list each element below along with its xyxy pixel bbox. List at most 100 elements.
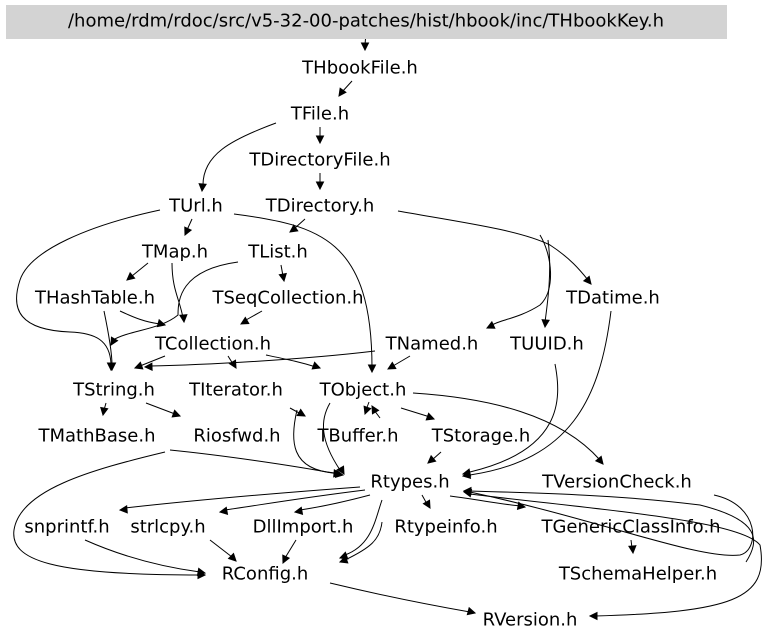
node-tdatime[interactable]: TDatime.h <box>565 288 660 309</box>
node-label-rversion: RVersion.h <box>483 610 578 631</box>
node-label-tfile: TFile.h <box>290 104 349 125</box>
arrowhead-thbookfile-to-tfile <box>338 87 347 97</box>
arrowhead-tfile-to-turl <box>198 183 207 193</box>
arrowhead-thbookkey-to-thbookfile <box>360 42 370 52</box>
edge-tfile-to-turl <box>202 122 277 186</box>
arrowhead-tmathbase-to-rtypes <box>334 469 345 478</box>
edge-tobject-to-rtypes <box>322 402 341 471</box>
graph-nodes: /home/rdm/rdoc/src/v5-32-00-patches/hist… <box>6 5 727 631</box>
node-rversion[interactable]: RVersion.h <box>483 610 578 631</box>
arrowhead-tcollection-to-tobject <box>311 361 322 370</box>
node-tdirectory[interactable]: TDirectory.h <box>265 196 375 217</box>
node-label-strlcpy: strlcpy.h <box>130 517 205 538</box>
arrowhead-rtypes-to-strlcpy <box>218 506 229 515</box>
node-tdirectoryfile[interactable]: TDirectoryFile.h <box>248 150 390 171</box>
arrowhead-strlcpy-to-rconfig <box>227 552 237 562</box>
edge-tmap-to-thashtable <box>131 262 149 277</box>
node-label-tschemahelper: TSchemaHelper.h <box>558 564 717 585</box>
arrowhead-rtypes-to-dllimport <box>293 506 304 515</box>
node-label-tuuid: TUUID.h <box>509 334 584 355</box>
node-rtypeinfo[interactable]: Rtypeinfo.h <box>394 517 497 538</box>
node-label-tstring: TString.h <box>72 380 155 401</box>
edge-tcollection-to-tstring <box>139 355 166 367</box>
arrowhead-thashtable-to-tcollection <box>156 318 167 328</box>
node-tstring[interactable]: TString.h <box>72 380 155 401</box>
node-label-tmap: TMap.h <box>141 242 208 263</box>
node-tnamed[interactable]: TNamed.h <box>385 334 479 355</box>
node-label-thashtable: THashTable.h <box>34 288 155 309</box>
node-strlcpy[interactable]: strlcpy.h <box>130 517 205 538</box>
node-tstorage[interactable]: TStorage.h <box>431 426 531 447</box>
node-tbuffer[interactable]: TBuffer.h <box>316 426 398 447</box>
node-snprintf[interactable]: snprintf.h <box>24 517 109 538</box>
node-label-turl: TUrl.h <box>168 196 223 217</box>
edge-rtypes-to-snprintf <box>124 486 361 509</box>
graph-edges <box>13 31 762 621</box>
node-thashtable[interactable]: THashTable.h <box>34 288 155 309</box>
edge-rtypes-to-dllimport <box>299 494 371 511</box>
node-dllimport[interactable]: DllImport.h <box>253 517 354 538</box>
node-tcollection[interactable]: TCollection.h <box>154 334 271 355</box>
node-label-riosfwd: Riosfwd.h <box>193 426 280 447</box>
arrowhead-tstring-to-riosfwd <box>171 409 182 418</box>
node-tgenericclassinfo[interactable]: TGenericClassInfo.h <box>540 517 720 538</box>
edge-tschemahelper-to-rtypes <box>469 490 755 563</box>
edge-tobject-to-tversioncheck <box>412 392 601 461</box>
arrowhead-dllimport-to-rconfig <box>282 554 291 565</box>
node-label-dllimport: DllImport.h <box>253 517 354 538</box>
edge-tmathbase-to-rtypes <box>169 449 339 475</box>
edge-rtypeinfo-to-rconfig <box>344 521 383 561</box>
arrowhead-tnamed-to-tstring <box>143 362 153 372</box>
node-label-thbookkey: /home/rdm/rdoc/src/v5-32-00-patches/hist… <box>68 11 664 32</box>
node-rconfig[interactable]: RConfig.h <box>222 564 309 585</box>
node-tversioncheck[interactable]: TVersionCheck.h <box>541 472 692 493</box>
node-label-tdirectoryfile: TDirectoryFile.h <box>248 150 390 171</box>
node-turl[interactable]: TUrl.h <box>168 196 223 217</box>
node-thbookfile[interactable]: THbookFile.h <box>301 58 418 79</box>
arrowhead-rtypes-to-rtypeinfo <box>422 499 431 509</box>
node-label-titerator: TIterator.h <box>188 380 283 401</box>
edge-tmap-to-tcollection <box>171 262 184 319</box>
edge-tcollection-to-tobject <box>265 354 317 368</box>
arrowhead-tobject-to-tversioncheck <box>594 455 604 465</box>
node-label-tlist: TList.h <box>247 242 308 263</box>
node-label-rtypes: Rtypes.h <box>370 472 449 493</box>
node-tseqcollection[interactable]: TSeqCollection.h <box>211 288 363 309</box>
edge-tdirectory-to-tdatime <box>397 210 589 281</box>
node-thbookkey[interactable]: /home/rdm/rdoc/src/v5-32-00-patches/hist… <box>6 5 727 39</box>
arrowhead-tdirectory-to-tlist <box>289 224 299 233</box>
node-tmathbase[interactable]: TMathBase.h <box>38 426 156 447</box>
edge-thashtable-to-tstring <box>103 310 113 366</box>
edge-rtypes-to-tgenericclassinfo <box>449 495 521 507</box>
node-rtypes[interactable]: Rtypes.h <box>370 472 449 493</box>
node-titerator[interactable]: TIterator.h <box>188 380 283 401</box>
arrowhead-tnamed-to-tobject <box>387 361 397 370</box>
node-tschemahelper[interactable]: TSchemaHelper.h <box>558 564 717 585</box>
node-tuuid[interactable]: TUUID.h <box>509 334 584 355</box>
arrowhead-thashtable-to-tstring <box>107 362 117 372</box>
node-tfile[interactable]: TFile.h <box>290 104 349 125</box>
arrowhead-tfile-to-tdirectoryfile <box>315 135 325 145</box>
edge-tnamed-to-tstring <box>149 350 376 367</box>
arrowhead-tmap-to-tcollection <box>179 314 188 324</box>
node-label-tnamed: TNamed.h <box>385 334 479 355</box>
edge-dllimport-to-rconfig <box>284 539 297 559</box>
node-label-tseqcollection: TSeqCollection.h <box>211 288 363 309</box>
node-riosfwd[interactable]: Riosfwd.h <box>193 426 280 447</box>
edge-rtypeinfo-to-rconfig <box>344 499 383 556</box>
node-label-rconfig: RConfig.h <box>222 564 309 585</box>
arrowhead-tstring-to-tmathbase <box>100 406 109 417</box>
node-tmap[interactable]: TMap.h <box>141 242 208 263</box>
edge-tuuid-to-rtypes <box>469 363 559 473</box>
edge-tlist-to-tstring <box>112 261 239 341</box>
arrowhead-tdirectory-to-tnamed <box>485 320 496 329</box>
node-tobject[interactable]: TObject.h <box>319 380 407 401</box>
arrowhead-tuuid-to-rtypes <box>461 468 472 477</box>
node-tlist[interactable]: TList.h <box>247 242 308 263</box>
arrowhead-rtypes-to-rversion <box>588 611 598 621</box>
arrowhead-turl-to-tobject <box>367 364 377 374</box>
edge-tobject-to-tstorage <box>400 407 431 418</box>
arrowhead-tobject-to-tstorage <box>425 412 436 421</box>
node-label-tversioncheck: TVersionCheck.h <box>541 472 692 493</box>
